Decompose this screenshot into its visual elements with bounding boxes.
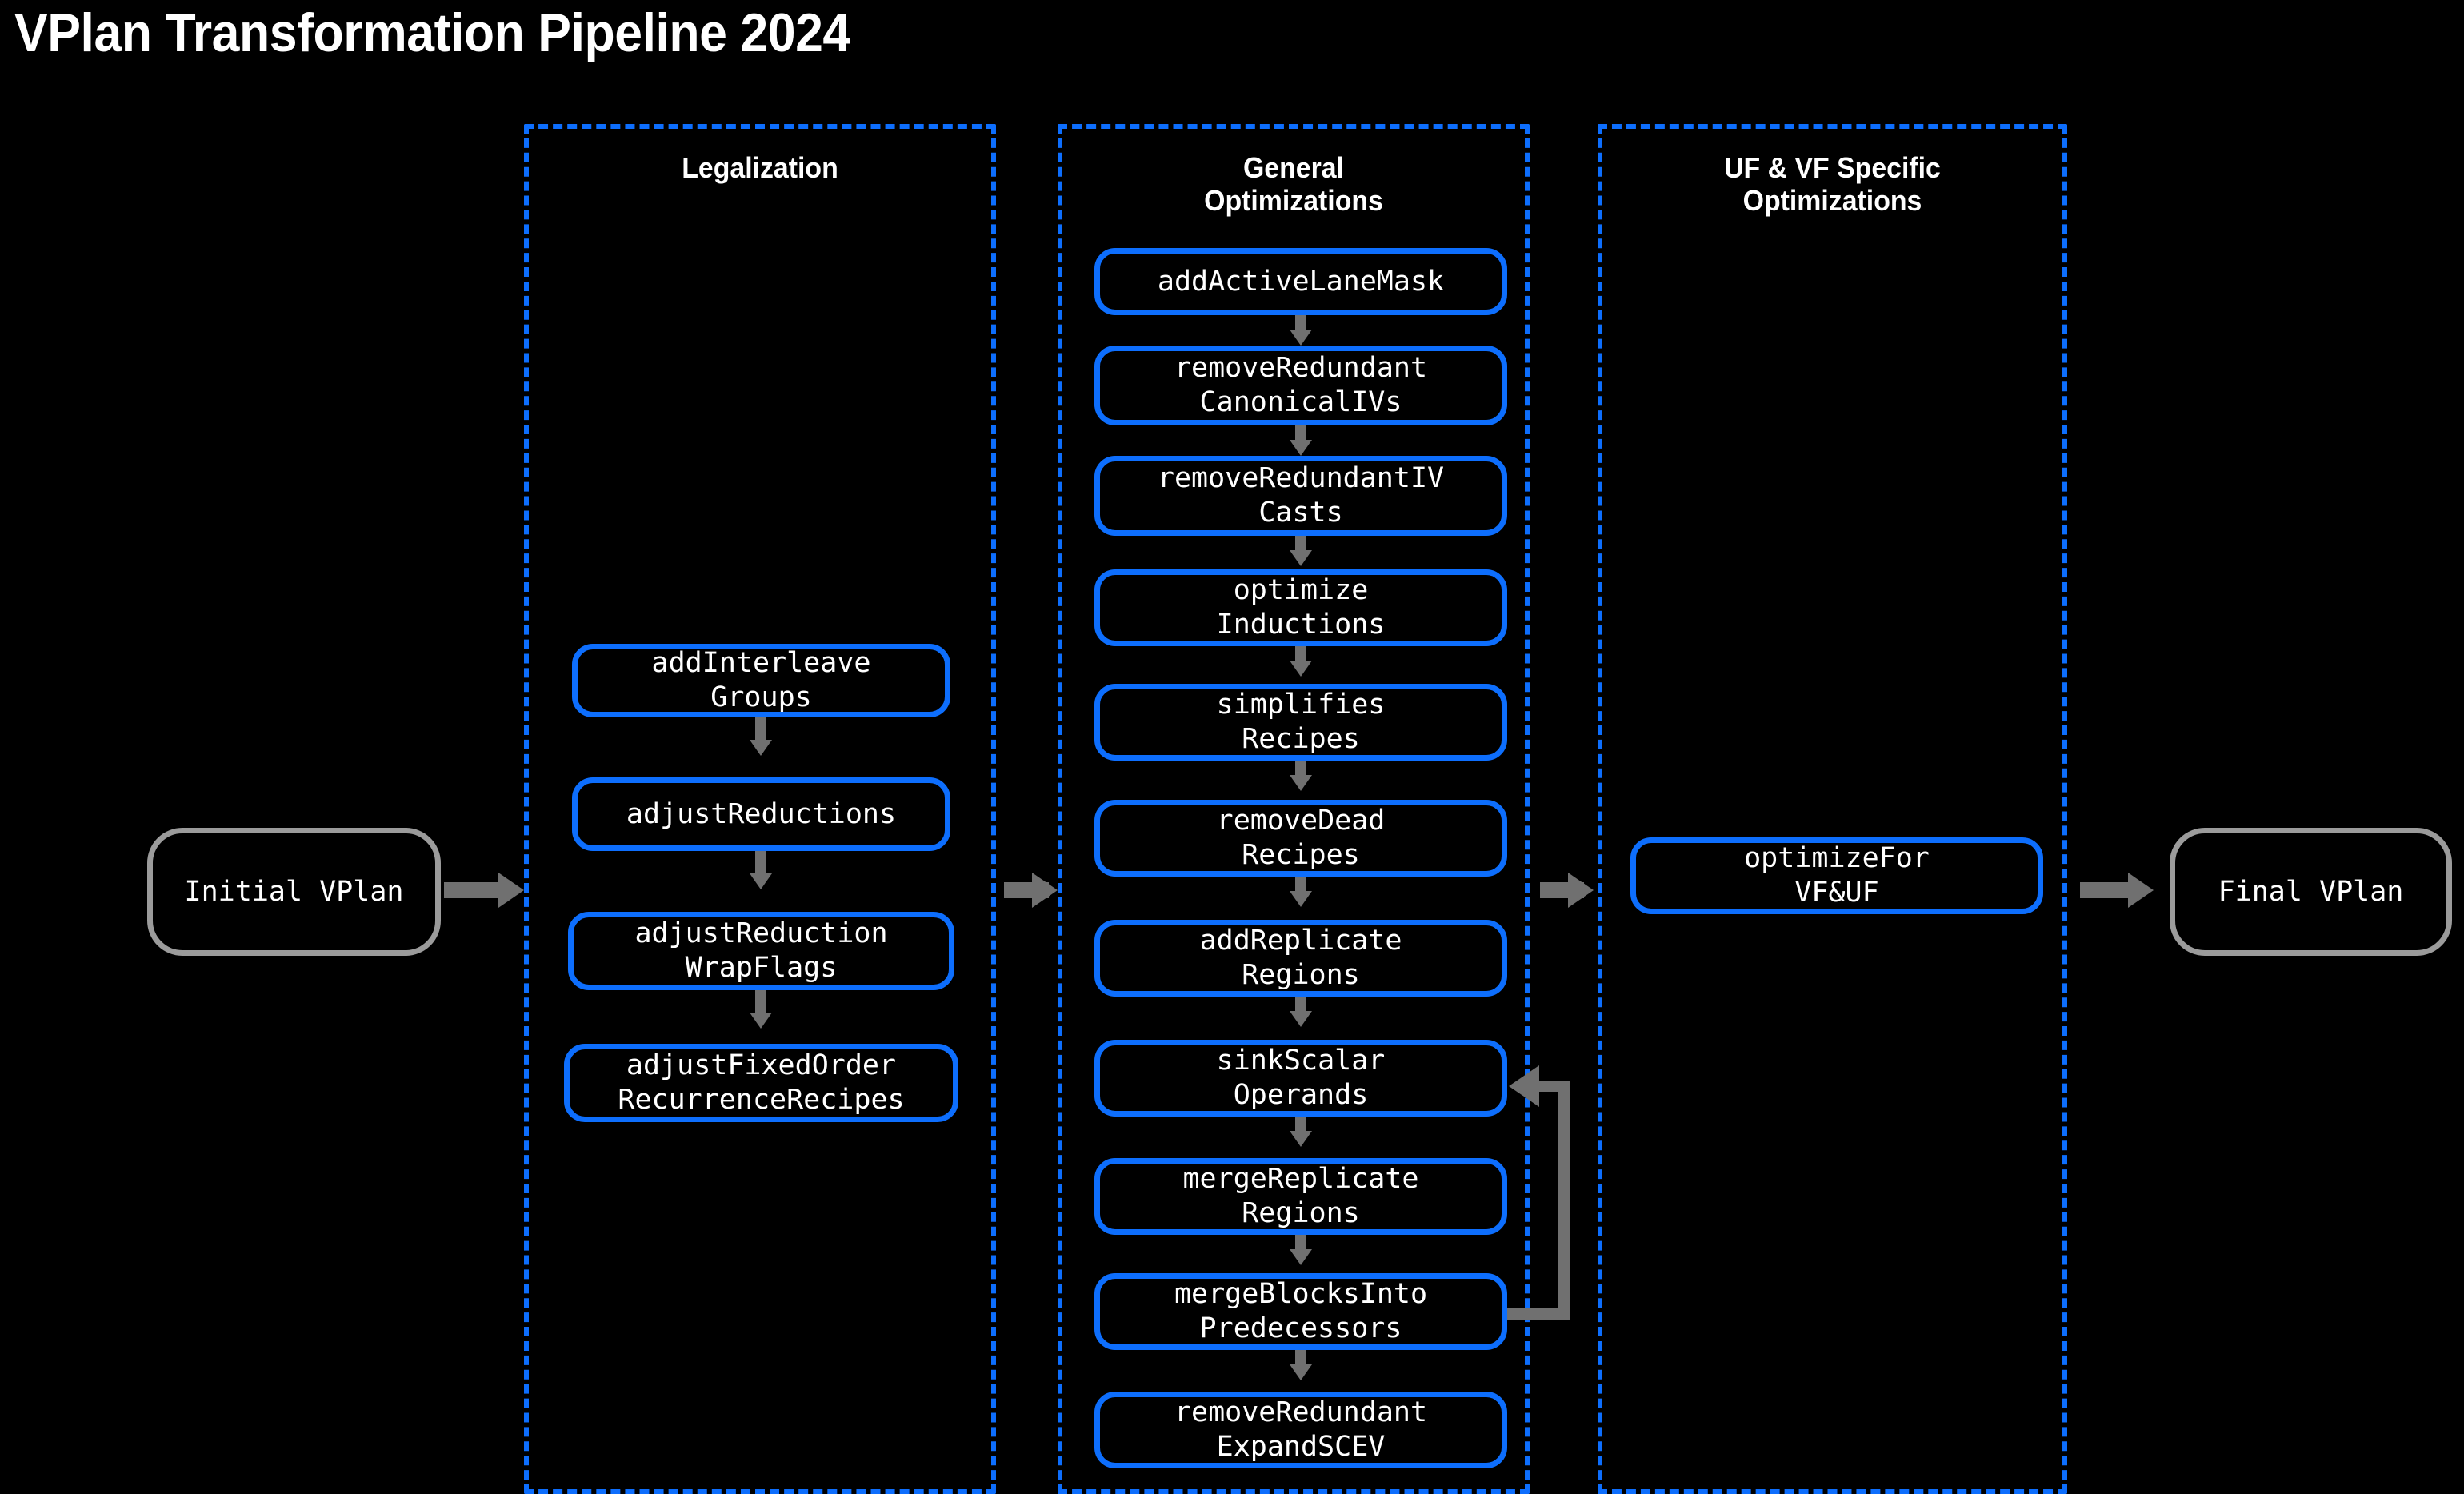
cluster-legalization: Legalization <box>524 124 996 1494</box>
node-final-vplan[interactable]: Final VPlan <box>2170 828 2452 956</box>
node-initial-vplan[interactable]: Initial VPlan <box>147 828 441 956</box>
node-adjustreductions[interactable]: adjustReductions <box>572 777 950 851</box>
edge-adjustreductions-to-adjustreductionwrapflags-line <box>755 851 766 877</box>
edge-mergeblocksintopredecessors-to-removeredundantexpandscev-arrowhead <box>1290 1364 1312 1380</box>
node-addreplicateregions[interactable]: addReplicate Regions <box>1094 920 1507 997</box>
node-optimizeforvfuf[interactable]: optimizeFor VF&UF <box>1630 837 2043 914</box>
edge-feedback-loop-arrowhead <box>1509 1065 1539 1107</box>
edge-removeredundantcanonicalivs-to-removeredundantivcasts-arrowhead <box>1290 440 1312 456</box>
cluster-general-optimizations: General Optimizations <box>1058 124 1530 1494</box>
node-removeredundantexpandscev[interactable]: removeRedundant ExpandSCEV <box>1094 1392 1507 1468</box>
cluster-general-optimizations-label: General Optimizations <box>1204 151 1383 218</box>
edge-addactivelanemask-to-removeredundantcanonicalivs-arrowhead <box>1290 330 1312 346</box>
edge-feedback-loop-bottom-segment <box>1507 1308 1570 1320</box>
node-removeredundantcanonicalivs[interactable]: removeRedundant CanonicalIVs <box>1094 346 1507 425</box>
node-removedeadrecipes[interactable]: removeDead Recipes <box>1094 800 1507 877</box>
edge-removeredundantivcasts-to-optimizeinductions-arrowhead <box>1290 550 1312 566</box>
edge-optimizeinductions-to-simplifiesrecipes-arrowhead <box>1290 661 1312 677</box>
edge-adjustreductionwrapflags-to-adjustfixedorderrecurrencerecipes-line <box>755 990 766 1016</box>
edge-ufvf-to-end-arrowhead <box>2128 873 2154 908</box>
cluster-uf-vf-specific-optimizations: UF & VF Specific Optimizations <box>1598 124 2067 1494</box>
node-mergereplicateregions[interactable]: mergeReplicate Regions <box>1094 1158 1507 1235</box>
node-removeredundantivcasts[interactable]: removeRedundantIV Casts <box>1094 456 1507 536</box>
edge-ufvf-to-end-line <box>2080 882 2130 898</box>
edge-mergereplicateregions-to-mergeblocksintopredecessors-arrowhead <box>1290 1249 1312 1265</box>
cluster-uf-vf-specific-optimizations-label: UF & VF Specific Optimizations <box>1724 151 1941 218</box>
edge-adjustreductions-to-adjustreductionwrapflags-arrowhead <box>750 873 772 889</box>
edge-adjustreductionwrapflags-to-adjustfixedorderrecurrencerecipes-arrowhead <box>750 1013 772 1029</box>
node-addactivelanemask[interactable]: addActiveLaneMask <box>1094 248 1507 315</box>
edge-simplifiesrecipes-to-removedeadrecipes-arrowhead <box>1290 775 1312 791</box>
cluster-legalization-label: Legalization <box>682 151 838 184</box>
node-mergeblocksintopredecessors[interactable]: mergeBlocksInto Predecessors <box>1094 1273 1507 1350</box>
edge-removedeadrecipes-to-addreplicateregions-arrowhead <box>1290 891 1312 907</box>
node-addinterleavegroups[interactable]: addInterleave Groups <box>572 644 950 717</box>
edge-addinterleavegroups-to-adjustreductions-arrowhead <box>750 740 772 756</box>
edge-general-to-ufvf-arrowhead <box>1568 873 1594 908</box>
edge-legalization-to-general-arrowhead <box>1032 873 1058 908</box>
edge-start-to-legalization-arrowhead <box>498 873 524 908</box>
edge-feedback-loop-vertical-segment <box>1558 1081 1570 1320</box>
edge-addreplicateregions-to-sinkscalaroperands-arrowhead <box>1290 1011 1312 1027</box>
node-adjustfixedorderrecurrencerecipes[interactable]: adjustFixedOrder RecurrenceRecipes <box>564 1044 958 1122</box>
edge-start-to-legalization-line <box>444 882 498 898</box>
node-sinkscalaroperands[interactable]: sinkScalar Operands <box>1094 1040 1507 1117</box>
edge-sinkscalaroperands-to-mergereplicateregions-arrowhead <box>1290 1131 1312 1147</box>
node-adjustreductionwrapflags[interactable]: adjustReduction WrapFlags <box>568 912 954 990</box>
page-title: VPlan Transformation Pipeline 2024 <box>14 2 850 63</box>
edge-addinterleavegroups-to-adjustreductions-line <box>755 717 766 743</box>
node-simplifiesrecipes[interactable]: simplifies Recipes <box>1094 684 1507 761</box>
node-optimizeinductions[interactable]: optimize Inductions <box>1094 569 1507 646</box>
edge-feedback-loop-top-segment <box>1530 1081 1570 1092</box>
